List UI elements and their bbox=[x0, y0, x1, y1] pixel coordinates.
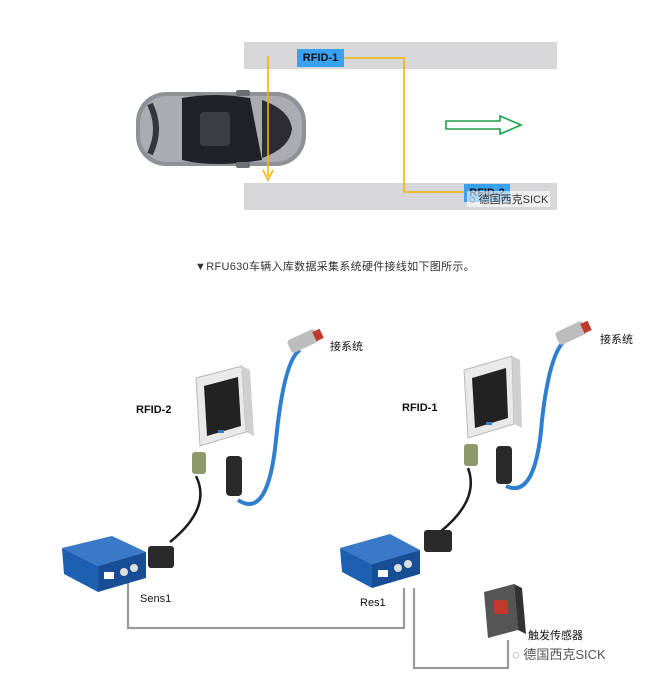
detection-path bbox=[262, 56, 470, 193]
system-plug-icon bbox=[287, 320, 592, 353]
page-caption: ▼RFU630车辆入库数据采集系统硬件接线如下图所示。 bbox=[195, 261, 475, 273]
bottom-watermark: ◌ 德国西克SICK bbox=[512, 647, 606, 662]
wechat-icon: ◌ bbox=[469, 194, 476, 206]
top-watermark: ◌ 德国西克SICK bbox=[467, 191, 551, 207]
rfid2-reader-icon bbox=[195, 365, 254, 447]
direction-arrow-icon bbox=[445, 114, 524, 136]
controller-left-icon bbox=[62, 536, 174, 592]
rfid1-tag: RFID-1 bbox=[297, 49, 344, 67]
car-icon bbox=[136, 90, 306, 168]
trigger-sensor-icon bbox=[484, 584, 526, 638]
connect-system-right: 接系统 bbox=[600, 334, 633, 346]
connector-icon bbox=[192, 444, 512, 496]
trigger-sensor-label: 触发传感器 bbox=[528, 630, 583, 642]
data-cable bbox=[169, 467, 473, 543]
rfid1-label: RFID-1 bbox=[402, 402, 438, 414]
lane-top bbox=[244, 42, 557, 69]
connect-system-left: 接系统 bbox=[330, 341, 363, 353]
network-cable bbox=[236, 338, 568, 506]
res-label: Res1 bbox=[360, 597, 386, 609]
sens-label: Sens1 bbox=[140, 593, 172, 605]
sens-cable bbox=[126, 582, 510, 670]
rfid2-label: RFID-2 bbox=[136, 404, 172, 416]
controller-right-icon bbox=[340, 530, 452, 588]
rfid1-reader-icon bbox=[463, 355, 522, 439]
wechat-icon: ◌ bbox=[512, 647, 520, 662]
